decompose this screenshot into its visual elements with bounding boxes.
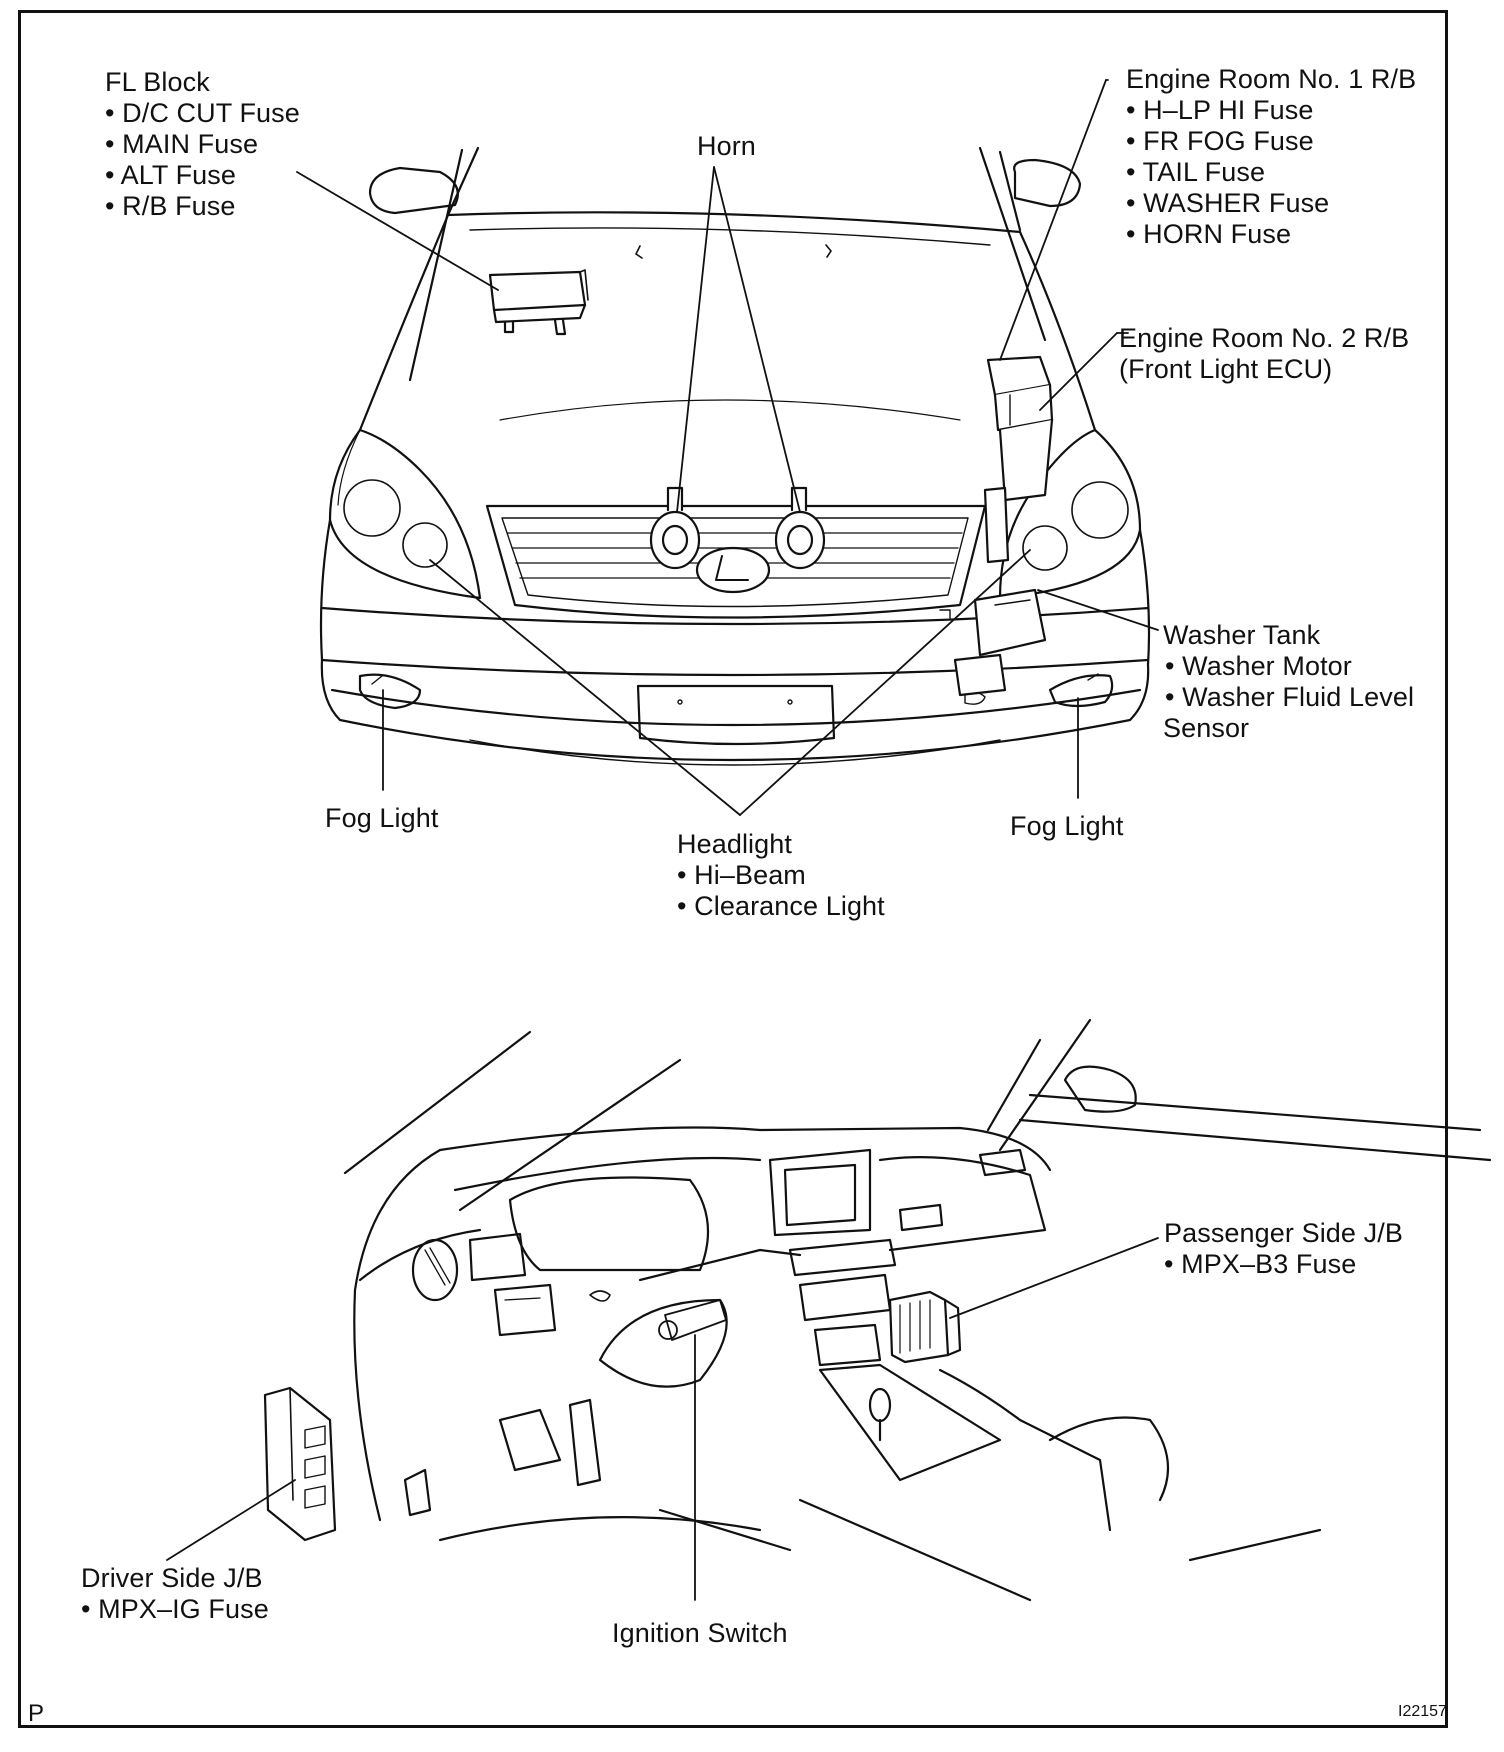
label-ignition-switch: Ignition Switch [612,1618,788,1649]
label-title: Washer Tank [1163,620,1321,650]
label-item: • ALT Fuse [105,160,237,190]
label-item: • Washer Motor [1165,651,1352,681]
engine-room-rb-icon [986,355,1054,502]
label-item: Sensor [1163,713,1250,743]
label-item: • TAIL Fuse [1126,157,1266,187]
figure-code: I22157 [1398,1703,1447,1720]
label-title: FL Block [105,67,210,97]
label-fog-light-right: Fog Light [1010,811,1123,842]
label-item: • HORN Fuse [1126,219,1292,249]
label-item: • Hi–Beam [677,860,806,890]
horn-left-icon [649,486,701,570]
label-item: • MAIN Fuse [105,129,259,159]
label-item: • H–LP HI Fuse [1126,95,1314,125]
label-item: • MPX–B3 Fuse [1164,1249,1357,1279]
label-item: • R/B Fuse [105,191,236,221]
figure-frame [18,10,1448,1728]
car-front-illustration [319,146,1151,766]
fl-block-icon [488,269,589,336]
driver-jb-icon [263,1386,337,1542]
passenger-jb-icon [888,1290,962,1364]
label-item: • WASHER Fuse [1126,188,1330,218]
label-item: • MPX–IG Fuse [81,1594,269,1624]
label-fog-light-left: Fog Light [325,803,438,834]
fog-light-right-icon [1048,673,1114,708]
label-title: Horn [697,131,756,161]
washer-tank-icon [939,486,1047,697]
front-leader-lines [296,79,1159,816]
label-sub: (Front Light ECU) [1119,354,1333,384]
page-letter: P [28,1700,45,1727]
label-washer-tank: Washer Tank • Washer Motor • Washer Flui… [1163,620,1414,744]
label-engine-room-2: Engine Room No. 2 R/B (Front Light ECU) [1119,323,1409,385]
label-title: Engine Room No. 2 R/B [1119,323,1410,353]
fog-light-left-icon [358,673,422,710]
label-horn: Horn [697,131,756,162]
car-interior-illustration [263,1018,1492,1602]
horn-right-icon [774,486,826,570]
label-title: Driver Side J/B [81,1563,263,1593]
label-item: • Clearance Light [677,891,885,921]
label-item: • Washer Fluid Level [1165,682,1415,712]
label-driver-jb: Driver Side J/B • MPX–IG Fuse [81,1563,269,1625]
label-passenger-jb: Passenger Side J/B • MPX–B3 Fuse [1164,1218,1403,1280]
label-engine-room-1: Engine Room No. 1 R/B • H–LP HI Fuse • F… [1126,64,1416,250]
label-item: • D/C CUT Fuse [105,98,300,128]
label-title: Fog Light [325,803,439,833]
label-fl-block: FL Block • D/C CUT Fuse • MAIN Fuse • AL… [105,67,300,222]
label-title: Passenger Side J/B [1164,1218,1403,1248]
label-title: Fog Light [1010,811,1124,841]
label-headlight: Headlight • Hi–Beam • Clearance Light [677,829,885,922]
label-item: • FR FOG Fuse [1126,126,1314,156]
interior-leader-lines [166,1237,1159,1601]
label-title: Headlight [677,829,792,859]
label-title: Ignition Switch [612,1618,788,1648]
label-title: Engine Room No. 1 R/B [1126,64,1417,94]
